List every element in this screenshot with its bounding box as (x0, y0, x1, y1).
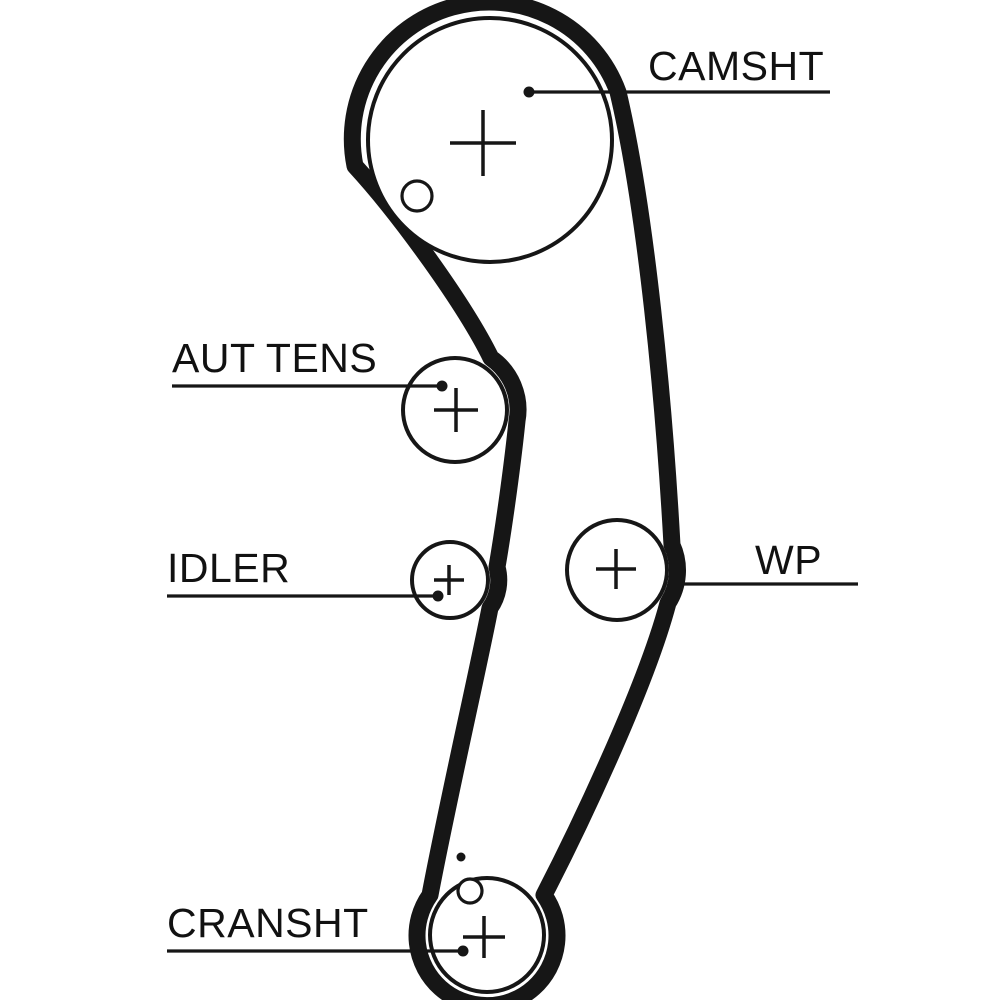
camshaft-timing-hole (400, 179, 434, 213)
tensioner-center-mark (434, 388, 478, 432)
crankshaft-leader-dot (457, 945, 469, 957)
idler-center-mark (434, 565, 464, 595)
crankshaft-timing-hole (456, 877, 484, 905)
crankshaft-pulley (428, 876, 546, 994)
camshaft-pulley (366, 16, 614, 264)
idler-label: IDLER (167, 545, 290, 591)
tensioner-leader-dot (436, 380, 448, 392)
timing-belt (343, 0, 686, 1000)
tensioner-label: AUT TENS (172, 335, 377, 381)
water-pump-leader-dot (673, 579, 683, 589)
water-pump-center-mark (596, 549, 636, 589)
crankshaft-label: CRANSHT (167, 900, 369, 946)
crankshaft-center-mark (463, 916, 505, 958)
camshaft-leader-dot (523, 86, 535, 98)
camshaft-center-mark (450, 110, 516, 176)
idler-leader-dot (432, 590, 444, 602)
camshaft-label: CAMSHT (648, 43, 824, 89)
crankshaft-timing-dot (456, 852, 466, 862)
water-pump-label: WP (755, 537, 822, 583)
